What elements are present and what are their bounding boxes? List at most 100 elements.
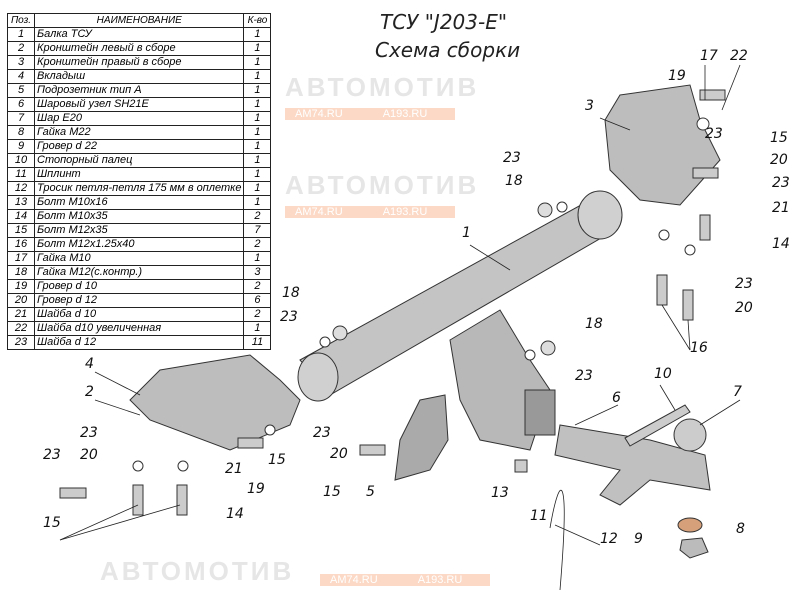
beam-end-right (577, 190, 623, 240)
callout-label: 23 (735, 276, 753, 292)
row-pos: 1 (7, 27, 35, 42)
row-pos: 17 (7, 251, 35, 266)
row-qty: 1 (243, 97, 272, 112)
row-pos: 2 (7, 41, 35, 56)
callout-label: 23 (313, 425, 331, 441)
beam-end-left (297, 352, 339, 402)
callout-label: 10 (654, 366, 672, 382)
row-name: Гровер d 22 (33, 139, 245, 154)
callout-label: 15 (323, 484, 341, 500)
row-qty: 1 (243, 167, 272, 182)
callout-label: 1 (462, 225, 471, 241)
callout-label: 21 (225, 461, 243, 477)
row-name: Шайба d 12 (33, 335, 245, 350)
row-name: Шар Е20 (33, 111, 245, 126)
row-qty: 1 (243, 251, 272, 266)
callout-label: 4 (85, 356, 94, 372)
callout-label: 12 (600, 531, 618, 547)
receiver-tube (524, 389, 556, 436)
callout-label: 16 (690, 340, 708, 356)
row-pos: 4 (7, 69, 35, 84)
row-name: Болт М10х35 (33, 209, 245, 224)
row-name: Тросик петля-петля 175 мм в оплетке (33, 181, 245, 196)
row-name: Шплинт (33, 167, 245, 182)
callout-label: 17 (700, 48, 718, 64)
row-pos: 5 (7, 83, 35, 98)
socket-plate (394, 394, 449, 481)
row-name: Балка ТСУ (33, 27, 245, 42)
row-qty: 1 (243, 153, 272, 168)
row-pos: 14 (7, 209, 35, 224)
callout-label: 2 (85, 384, 94, 400)
row-qty: 3 (243, 265, 272, 280)
row-pos: 6 (7, 97, 35, 112)
row-pos: 3 (7, 55, 35, 70)
row-name: Кронштейн правый в сборе (33, 55, 245, 70)
row-name: Гайка М22 (33, 125, 245, 140)
row-qty: 1 (243, 181, 272, 196)
callout-label: 15 (43, 515, 61, 531)
col-name: НАИМЕНОВАНИЕ (33, 13, 245, 28)
row-qty: 7 (243, 223, 272, 238)
col-qty: К-во (243, 13, 272, 28)
callout-label: 23 (705, 126, 723, 142)
callout-label: 3 (585, 98, 594, 114)
row-pos: 22 (7, 321, 35, 336)
drawing-title: ТСУ "J203-E" (380, 10, 508, 34)
callout-label: 21 (772, 200, 790, 216)
callout-label: 15 (770, 130, 788, 146)
row-pos: 8 (7, 125, 35, 140)
row-name: Кронштейн левый в сборе (33, 41, 245, 56)
row-qty: 1 (243, 27, 272, 42)
callout-label: 18 (585, 316, 603, 332)
nut-8 (679, 537, 709, 559)
row-pos: 15 (7, 223, 35, 238)
callout-label: 7 (733, 384, 742, 400)
row-pos: 20 (7, 293, 35, 308)
row-name: Вкладыш (33, 69, 245, 84)
watermark-site1: AM74.RU (295, 206, 343, 218)
row-name: Стопорный палец (33, 153, 245, 168)
callout-label: 22 (730, 48, 748, 64)
callout-label: 18 (282, 285, 300, 301)
row-pos: 18 (7, 265, 35, 280)
row-pos: 19 (7, 279, 35, 294)
row-qty: 1 (243, 55, 272, 70)
callout-label: 14 (226, 506, 244, 522)
watermark-brand: АВТОМОТИВ (100, 556, 295, 586)
callout-label: 20 (735, 300, 753, 316)
callout-label: 23 (43, 447, 61, 463)
washer-9 (677, 517, 703, 533)
row-pos: 21 (7, 307, 35, 322)
row-qty: 1 (243, 111, 272, 126)
row-name: Гайка М10 (33, 251, 245, 266)
callout-label: 20 (80, 447, 98, 463)
watermark-site2: A193.RU (382, 206, 428, 218)
row-name: Гайка М12(с.контр.) (33, 265, 245, 280)
callout-label: 23 (772, 175, 790, 191)
row-name: Болт М12х35 (33, 223, 245, 238)
watermark-site1: AM74.RU (295, 108, 343, 120)
row-qty: 2 (243, 237, 272, 252)
row-pos: 16 (7, 237, 35, 252)
callout-label: 23 (80, 425, 98, 441)
row-name: Гровер d 10 (33, 279, 245, 294)
